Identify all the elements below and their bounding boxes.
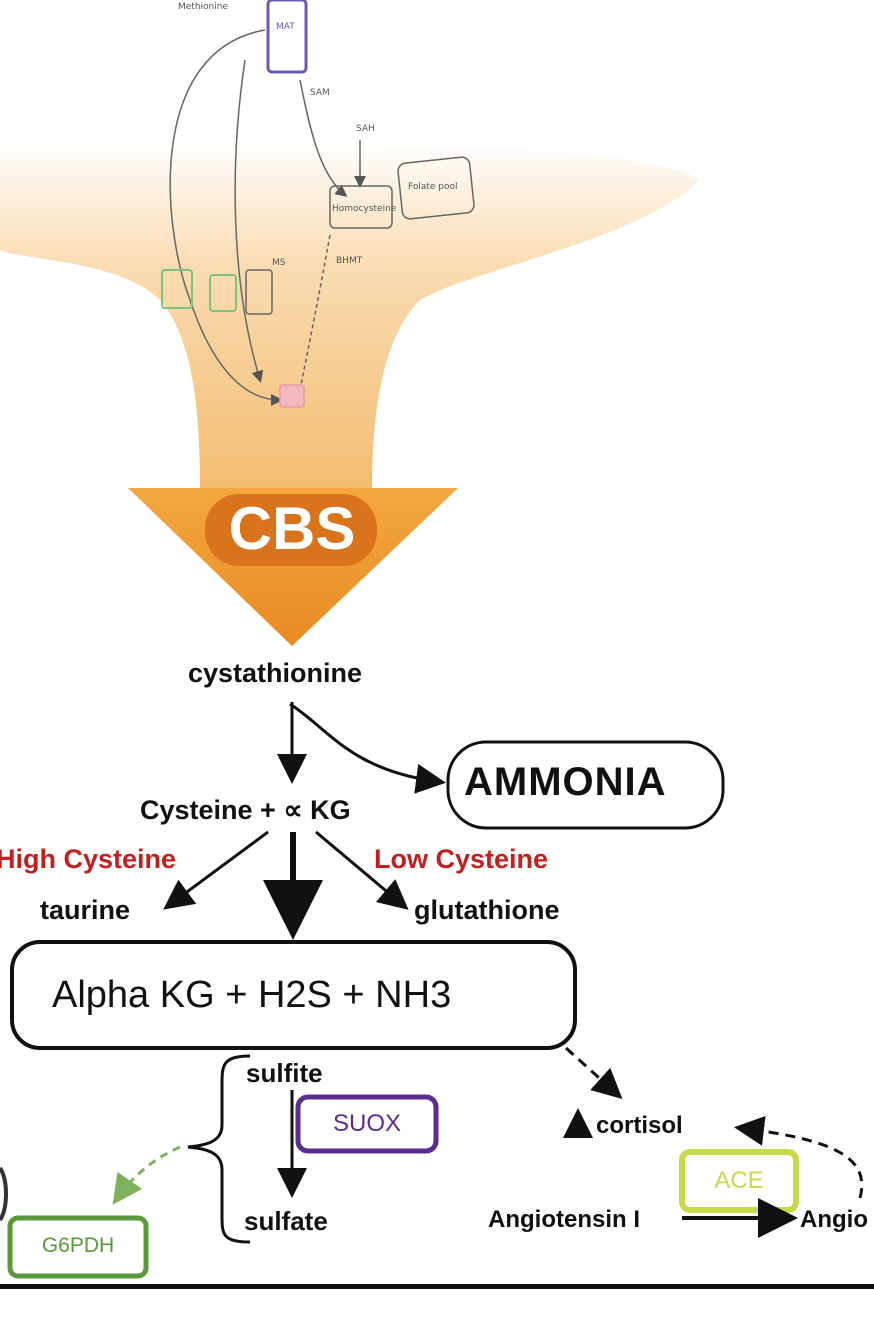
- products-label: Alpha KG + H2S + NH3: [52, 974, 452, 1016]
- cortisol-label: cortisol: [596, 1112, 683, 1139]
- sulfite-label: sulfite: [246, 1058, 323, 1088]
- ammonia-label: AMMONIA: [464, 760, 667, 804]
- sulfate-label: sulfate: [244, 1206, 328, 1236]
- ammonia-box: [446, 740, 725, 830]
- bhmt-label: BHMT: [336, 256, 363, 266]
- suox-label: SUOX: [332, 1110, 401, 1137]
- folate-label: Folate pool: [408, 182, 458, 192]
- angio-cut-label: Angio: [800, 1206, 868, 1233]
- cystathionine-label: cystathionine: [188, 658, 363, 688]
- cbs-enzyme-label: CBS: [228, 495, 356, 562]
- funnel-shape: [0, 140, 700, 490]
- small-mid-label: MS: [272, 258, 286, 268]
- ace-box: [679, 1149, 799, 1213]
- sam-label: SAM: [310, 88, 330, 98]
- high-cysteine-label: High Cysteine: [0, 844, 177, 874]
- upper-pathway: [161, 0, 475, 408]
- glutathione-label: glutathione: [414, 895, 560, 925]
- homocysteine-label: Homocysteine: [332, 204, 397, 214]
- mat-label: MAT: [276, 22, 295, 32]
- g6pdh-label: G6PDH: [41, 1234, 115, 1257]
- cysteine-label: Cysteine + ∝ KG: [140, 795, 351, 825]
- products-box: [10, 940, 577, 1050]
- brace: [187, 1054, 251, 1244]
- methionine-label: Methionine: [178, 2, 228, 12]
- low-cysteine-label: Low Cysteine: [374, 844, 549, 874]
- suox-box: [295, 1094, 439, 1154]
- small-top-label: SAH: [356, 124, 375, 134]
- angiotensin-label: Angiotensin I: [488, 1206, 640, 1233]
- taurine-label: taurine: [40, 895, 131, 925]
- g6pdh-box: [7, 1215, 149, 1279]
- bottom-rule: [0, 1284, 874, 1289]
- ace-label: ACE: [714, 1167, 764, 1194]
- cbs-badge: [205, 494, 377, 566]
